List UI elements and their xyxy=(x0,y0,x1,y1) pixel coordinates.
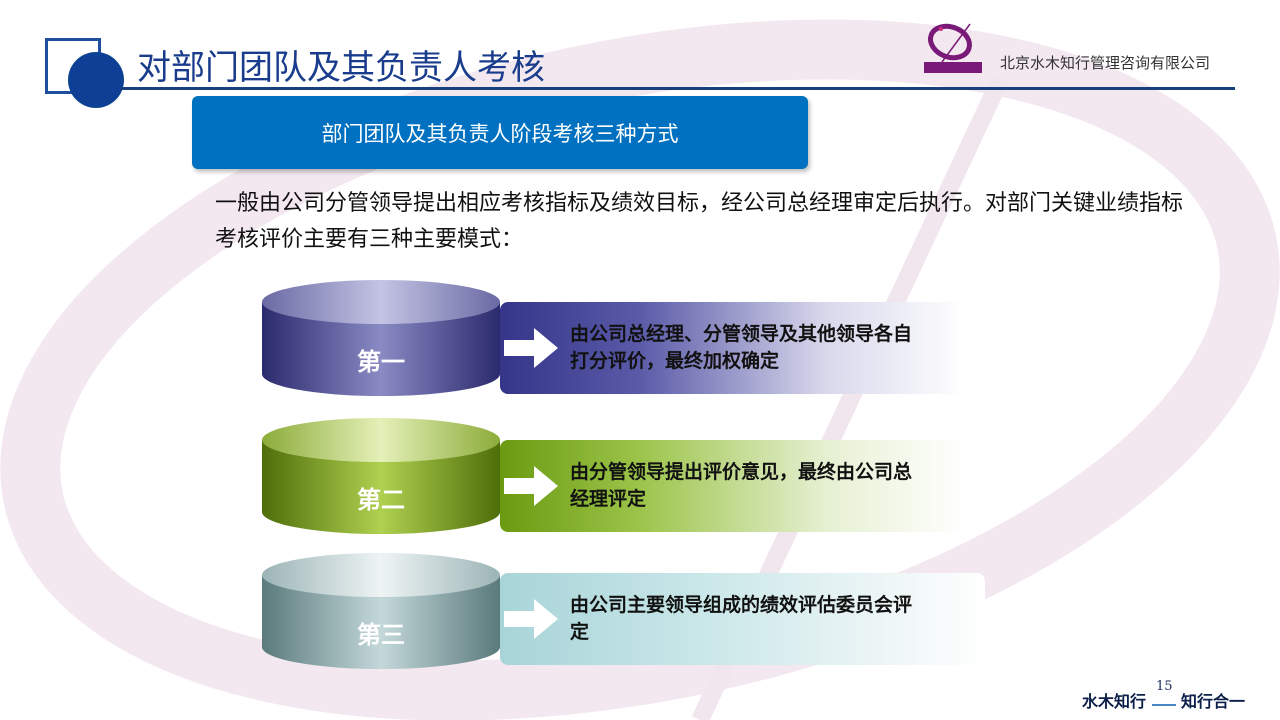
footer-right-text: 知行合一 xyxy=(1181,692,1246,711)
mode-2-cylinder xyxy=(262,418,500,534)
intro-paragraph: 一般由公司分管领导提出相应考核指标及绩效目标，经公司总经理审定后执行。对部门关键… xyxy=(215,191,1184,252)
page-number: 15 xyxy=(1156,679,1173,694)
mode-3-text: 由公司主要领导组成的绩效评估委员会评定 xyxy=(570,594,913,643)
mode-3-cylinder xyxy=(262,553,500,669)
header-divider xyxy=(120,87,1235,90)
mode-2-text: 由分管领导提出评价意见，最终由公司总经理评定 xyxy=(570,461,913,510)
mode-1-cylinder xyxy=(262,280,500,396)
page-title: 对部门团队及其负责人考核 xyxy=(137,48,545,88)
arrow-right-icon xyxy=(504,328,558,368)
mode-3-label-wrap: 第三 xyxy=(262,575,500,649)
section-banner: 部门团队及其负责人阶段考核三种方式 xyxy=(192,96,808,169)
mode-2-banner: 由分管领导提出评价意见，最终由公司总经理评定 xyxy=(500,440,965,532)
mode-1-text: 由公司总经理、分管领导及其他领导各自打分评价，最终加权确定 xyxy=(570,323,913,372)
mode-1-banner: 由公司总经理、分管领导及其他领导各自打分评价，最终加权确定 xyxy=(500,302,965,394)
mode-1-label: 第一 xyxy=(357,348,405,376)
arrow-right-icon xyxy=(504,599,558,639)
arrow-right-icon xyxy=(504,466,558,506)
mode-2-label: 第二 xyxy=(357,486,405,514)
company-logo xyxy=(924,23,982,73)
mode-3-banner: 由公司主要领导组成的绩效评估委员会评定 xyxy=(500,573,985,665)
title-circle-decoration xyxy=(68,52,124,108)
company-name: 北京水木知行管理咨询有限公司 xyxy=(1000,54,1211,72)
mode-1-label-wrap: 第一 xyxy=(262,302,500,376)
mode-2-label-wrap: 第二 xyxy=(262,440,500,514)
page-number-underline xyxy=(1152,704,1176,706)
footer-left-text: 水木知行 xyxy=(1082,692,1147,711)
mode-3-label: 第三 xyxy=(357,621,405,649)
